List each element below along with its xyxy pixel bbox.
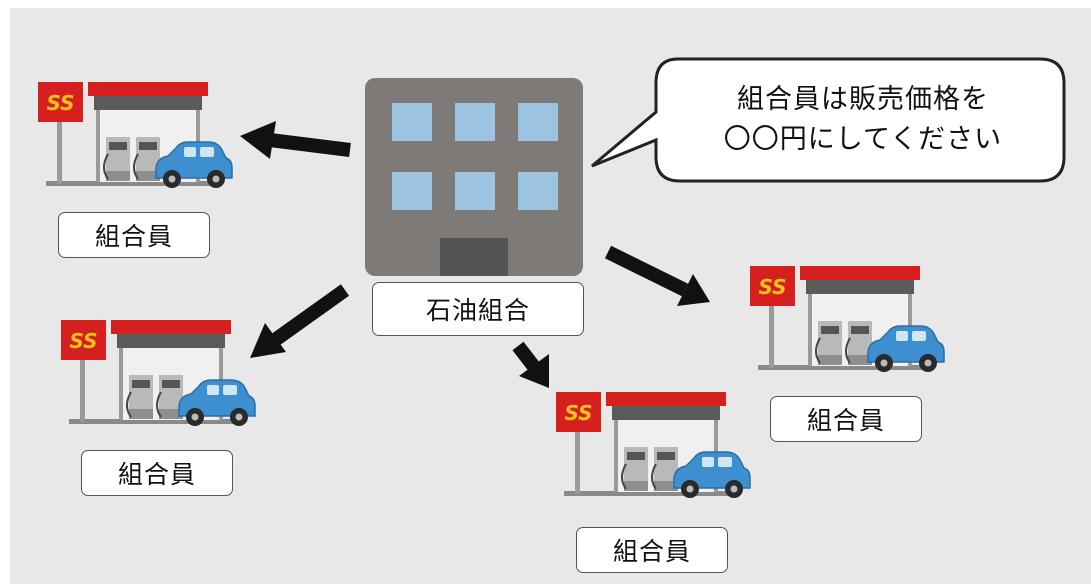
oil-union-label: 石油組合 bbox=[372, 282, 584, 336]
member-label: 組合員 bbox=[81, 450, 233, 496]
arrow-to-bottom-icon bbox=[512, 341, 549, 388]
gas-station-icon bbox=[749, 265, 945, 373]
oil-union-building-icon bbox=[365, 78, 583, 276]
member-label: 組合員 bbox=[770, 396, 922, 442]
member-label: 組合員 bbox=[576, 527, 728, 573]
gas-station-icon bbox=[555, 391, 751, 499]
gas-station-icon bbox=[60, 319, 256, 427]
speech-bubble bbox=[591, 57, 1066, 183]
speech-bubble-text: 組合員は販売価格を 〇〇円にしてください bbox=[663, 80, 1063, 160]
arrow-to-right-icon bbox=[604, 245, 710, 306]
speech-line-2: 〇〇円にしてください bbox=[723, 124, 1003, 155]
arrow-to-bottom-left-icon bbox=[250, 284, 350, 358]
arrow-to-top-left-icon bbox=[240, 121, 351, 159]
speech-line-1: 組合員は販売価格を bbox=[737, 84, 989, 115]
gas-station-icon bbox=[37, 81, 233, 189]
member-label: 組合員 bbox=[58, 212, 210, 258]
